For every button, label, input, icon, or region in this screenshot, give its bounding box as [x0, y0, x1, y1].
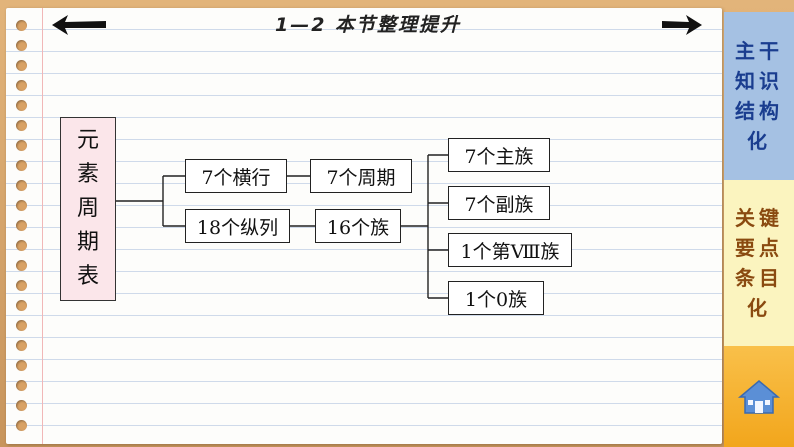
binder-hole — [16, 80, 27, 91]
binder-hole — [16, 400, 27, 411]
nav-knowledge-structure-label: 主干知识结构化 — [735, 39, 783, 153]
binder-hole — [16, 220, 27, 231]
node-periods: 7个周期 — [310, 159, 412, 193]
node-group-zero: 1个0族 — [448, 281, 544, 315]
arrow-left-icon — [52, 15, 106, 35]
nav-knowledge-structure[interactable]: 主干知识结构化 — [724, 12, 794, 180]
node-rows: 7个横行 — [185, 159, 287, 193]
margin-line — [42, 8, 43, 444]
binder-hole — [16, 200, 27, 211]
binder-hole — [16, 60, 27, 71]
binder-holes — [16, 8, 30, 444]
binder-hole — [16, 300, 27, 311]
binder-hole — [16, 280, 27, 291]
binder-hole — [16, 360, 27, 371]
root-label: 元素周期表 — [76, 128, 99, 289]
nav-key-points[interactable]: 关键要点条目化 — [724, 180, 794, 346]
binder-hole — [16, 160, 27, 171]
node-groups: 16个族 — [315, 209, 401, 243]
node-columns: 18个纵列 — [185, 209, 290, 243]
page-title: 1—2 本节整理提升 — [275, 14, 462, 36]
binder-hole — [16, 380, 27, 391]
prev-button[interactable] — [50, 12, 110, 38]
node-main-groups: 7个主族 — [448, 138, 550, 172]
arrow-right-icon — [662, 15, 702, 35]
nav-key-points-label: 关键要点条目化 — [735, 206, 783, 320]
binder-hole — [16, 20, 27, 31]
binder-hole — [16, 240, 27, 251]
binder-hole — [16, 340, 27, 351]
home-icon — [737, 379, 781, 414]
root-node: 元素周期表 — [60, 117, 116, 301]
binder-hole — [16, 420, 27, 431]
next-button[interactable] — [660, 12, 720, 38]
binder-hole — [16, 180, 27, 191]
binder-hole — [16, 320, 27, 331]
binder-hole — [16, 40, 27, 51]
binder-hole — [16, 260, 27, 271]
binder-hole — [16, 120, 27, 131]
home-button[interactable] — [724, 346, 794, 447]
node-group-viii: 1个第Ⅷ族 — [448, 233, 572, 267]
binder-hole — [16, 100, 27, 111]
node-sub-groups: 7个副族 — [448, 186, 550, 220]
binder-hole — [16, 140, 27, 151]
